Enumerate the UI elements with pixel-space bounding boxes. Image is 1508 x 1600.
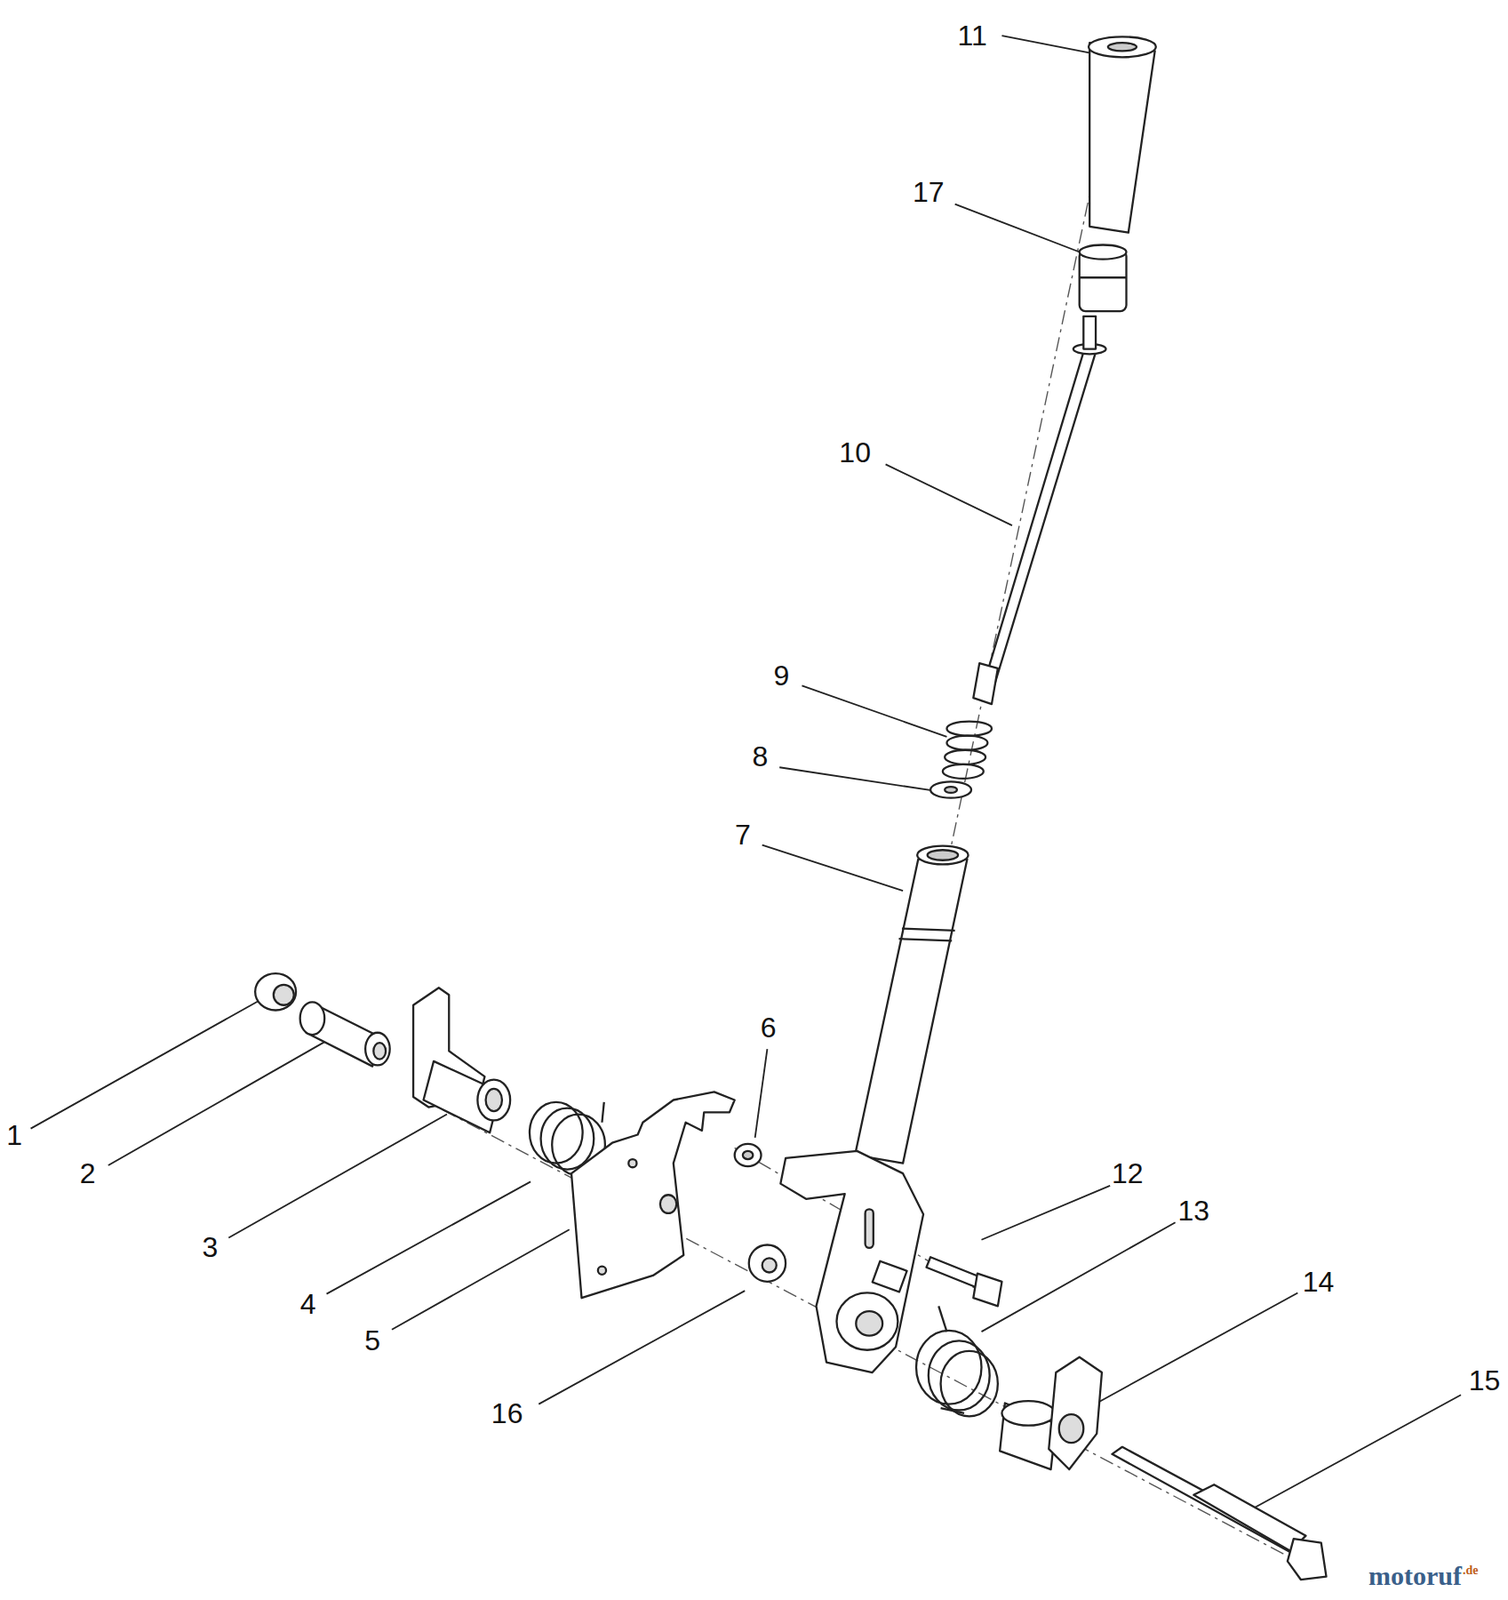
- callout-number: 4: [298, 1288, 319, 1319]
- callout-number: 7: [733, 819, 753, 850]
- callout-number: 6: [758, 1012, 779, 1043]
- callout-number: 14: [1300, 1266, 1337, 1297]
- callout-number: 5: [362, 1324, 383, 1356]
- callout-number: 11: [956, 20, 990, 51]
- callout-number: 15: [1467, 1364, 1503, 1396]
- callout-number: 8: [750, 741, 770, 772]
- callout-number: 10: [837, 437, 873, 468]
- callout-number: 3: [200, 1231, 221, 1262]
- watermark: .de: [1462, 1563, 1479, 1577]
- watermark: motoruf: [1368, 1562, 1462, 1589]
- callout-number: 1: [4, 1119, 24, 1150]
- callout-number: 16: [489, 1397, 526, 1429]
- callout-number: 17: [910, 176, 947, 208]
- callout-number: 2: [78, 1157, 98, 1189]
- callout-number: 13: [1176, 1195, 1213, 1226]
- callout-number: 12: [1109, 1157, 1146, 1189]
- callout-number: 9: [772, 660, 792, 691]
